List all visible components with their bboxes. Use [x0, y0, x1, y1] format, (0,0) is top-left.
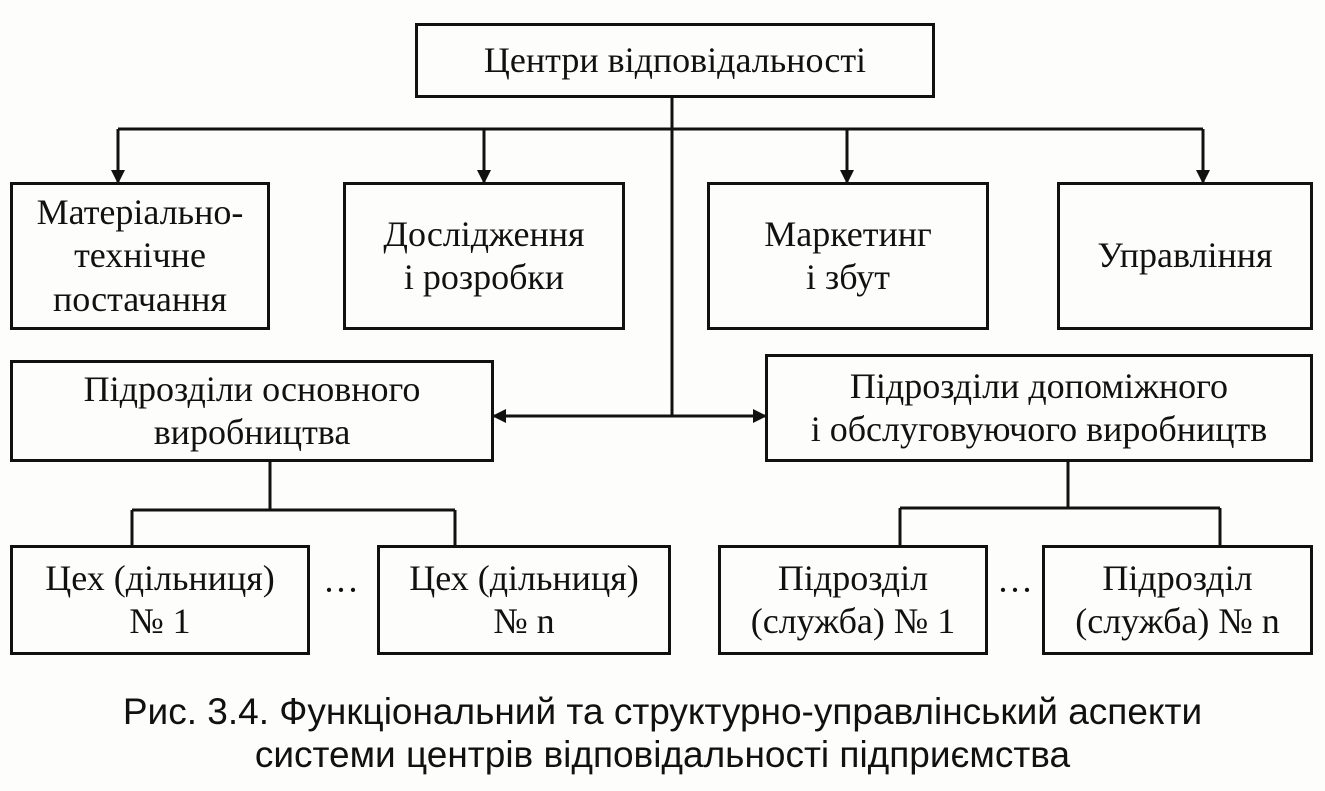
aux-child-1-node-label: Підрозділ (служба) № 1 — [750, 557, 956, 641]
management-node: Управління — [1057, 182, 1313, 330]
main-child-n-node-label: Цех (дільниця) № n — [409, 557, 639, 641]
research-node: Дослідження і розробки — [343, 182, 625, 330]
auxiliary-production-node: Підрозділи допоміжного і обслуговуючого … — [765, 354, 1313, 462]
aux-child-1-node: Підрозділ (служба) № 1 — [718, 545, 988, 655]
main-child-1-node-label: Цех (дільниця) № 1 — [45, 557, 275, 641]
aux-child-n-node-label: Підрозділ (служба) № n — [1075, 557, 1280, 641]
root-node-label: Центри відповідальності — [483, 39, 867, 80]
figure-caption: Рис. 3.4. Функціональний та структурно-у… — [0, 690, 1325, 777]
aux-children-ellipsis: ··· — [997, 570, 1033, 610]
marketing-node: Маркетинг і збут — [707, 182, 989, 330]
figure-caption-text: Рис. 3.4. Функціональний та структурно-у… — [122, 691, 1203, 776]
supply-node: Матеріально- технічне постачання — [10, 182, 270, 330]
main-child-1-node: Цех (дільниця) № 1 — [10, 545, 310, 655]
main-production-node-label: Підрозділи основного виробництва — [83, 368, 421, 452]
main-children-ellipsis: ··· — [323, 570, 359, 610]
aux-child-n-node: Підрозділ (служба) № n — [1042, 545, 1313, 655]
root-node: Центри відповідальності — [415, 23, 935, 98]
marketing-node-label: Маркетинг і збут — [764, 213, 932, 297]
main-production-node: Підрозділи основного виробництва — [10, 360, 494, 462]
supply-node-label: Матеріально- технічне постачання — [36, 192, 244, 319]
management-node-label: Управління — [1097, 235, 1273, 276]
main-child-n-node: Цех (дільниця) № n — [377, 545, 671, 655]
research-node-label: Дослідження і розробки — [383, 213, 585, 297]
auxiliary-production-node-label: Підрозділи допоміжного і обслуговуючого … — [810, 365, 1268, 449]
